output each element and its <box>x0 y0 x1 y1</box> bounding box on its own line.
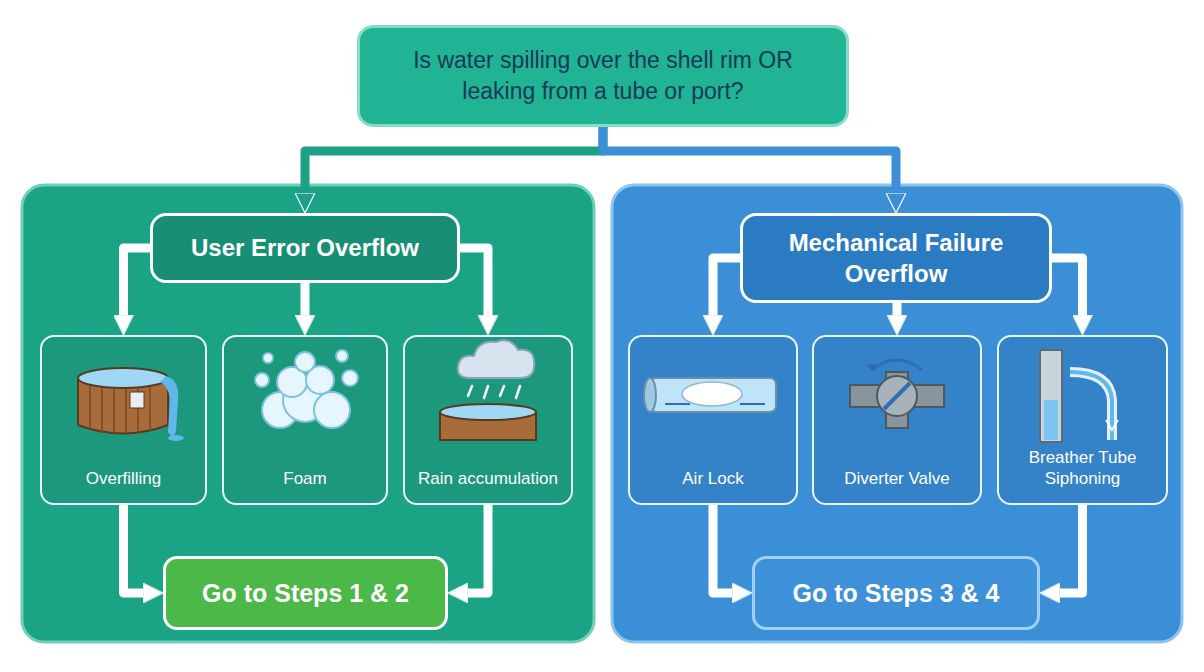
foam-icon-part <box>314 392 350 428</box>
hot-tub-icon-part <box>78 368 168 388</box>
rain-icon <box>440 340 536 440</box>
diverter-valve-icon-part <box>884 383 910 409</box>
breather-tube-icon-part <box>1044 400 1058 440</box>
cause-box: Diverter Valve <box>812 335 982 505</box>
cause-box-fill-part <box>997 335 1168 505</box>
flow-arrow <box>460 248 488 317</box>
category-header: User Error Overflow <box>150 213 460 283</box>
air-lock-icon-part <box>665 403 765 405</box>
hot-tub-icon-part-part <box>101 384 103 433</box>
diverter-valve-icon <box>850 360 944 428</box>
flow-arrow <box>466 505 488 593</box>
node-label: Foam <box>283 468 326 489</box>
cause-box: Rain accumulation <box>403 335 573 505</box>
hot-tub-icon-part-part <box>89 382 91 430</box>
category-panel-part <box>22 185 594 642</box>
flow-arrow <box>1052 258 1083 317</box>
breather-tube-icon <box>1040 350 1118 442</box>
breather-tube-icon-part <box>1070 372 1112 440</box>
node-label: Diverter Valve <box>844 468 950 489</box>
category-panel <box>22 185 1182 642</box>
foam-icon-part <box>255 373 269 387</box>
air-lock-icon-part <box>650 378 776 412</box>
cause-box-fill-part <box>628 335 798 505</box>
action-box: Go to Steps 3 & 4 <box>752 556 1040 630</box>
hot-tub-icon-part <box>168 435 184 441</box>
rain-icon-part-part <box>500 386 504 396</box>
cause-box: Foam <box>222 335 388 505</box>
diverter-valve-icon-part <box>872 360 922 370</box>
flow-arrow <box>603 127 896 195</box>
foam-icon-part <box>295 352 315 372</box>
breather-tube-icon-part <box>1070 372 1112 440</box>
diverter-valve-icon-part <box>866 364 878 372</box>
hot-tub-icon-part <box>90 382 150 434</box>
node-label: Is water spilling over the shell rim OR … <box>390 45 816 107</box>
rain-icon-part-part <box>484 386 488 398</box>
rain-icon-part <box>468 386 520 398</box>
hot-tub-icon <box>78 368 184 441</box>
air-lock-icon-part <box>644 378 656 412</box>
air-lock-icon-part <box>682 382 742 406</box>
cause-box-fill-part <box>222 335 388 505</box>
node-label: Go to Steps 1 & 2 <box>202 579 409 608</box>
flow-arrow <box>124 248 151 317</box>
flow-arrow <box>713 258 740 317</box>
node-label: Overfilling <box>86 468 162 489</box>
breather-tube-icon-part <box>1106 420 1118 430</box>
foam-icon <box>255 350 358 428</box>
node-label: User Error Overflow <box>191 232 419 263</box>
hot-tub-icon-part <box>160 376 178 436</box>
diverter-valve-icon-part <box>877 376 917 416</box>
cause-box-fill-part <box>403 335 573 505</box>
hot-tub-icon-part <box>130 392 144 408</box>
flow-arrow <box>305 127 603 195</box>
action-box: Go to Steps 1 & 2 <box>163 556 448 630</box>
node-label: Rain accumulation <box>418 468 558 489</box>
flow-arrow <box>1058 505 1083 593</box>
node-label: Breather Tube Siphoning <box>1007 447 1158 490</box>
rain-icon-part <box>458 340 534 378</box>
cause-box-fill <box>40 335 1168 505</box>
hot-tub-icon-part-part <box>113 385 115 434</box>
air-lock-icon <box>644 378 776 412</box>
cause-box: Overfilling <box>40 335 207 505</box>
foam-icon-part <box>342 370 358 386</box>
rain-icon-part-part <box>516 386 520 398</box>
cause-box-fill-part <box>40 335 207 505</box>
node-label: Go to Steps 3 & 4 <box>793 579 1000 608</box>
node-label: Mechanical Failure Overflow <box>765 227 1027 289</box>
foam-icon-part <box>263 353 273 363</box>
category-header: Mechanical Failure Overflow <box>740 213 1052 303</box>
foam-icon-part <box>336 350 348 362</box>
hot-tub-icon-part-part <box>149 383 151 431</box>
hot-tub-icon-part-part <box>125 385 127 434</box>
flow-arrow <box>893 303 902 317</box>
cause-box-fill-part <box>812 335 982 505</box>
node-label: Air Lock <box>682 468 743 489</box>
rain-icon-part <box>440 404 536 420</box>
flow-arrow <box>713 505 734 593</box>
question-box: Is water spilling over the shell rim OR … <box>357 25 849 127</box>
category-panel-part <box>612 185 1182 642</box>
breather-tube-icon-part <box>1040 350 1062 442</box>
cause-box: Air Lock <box>628 335 798 505</box>
rain-icon-part-part <box>468 386 472 396</box>
flow-arrow <box>301 283 310 317</box>
flow-arrow <box>124 505 146 593</box>
cause-box: Breather Tube Siphoning <box>997 335 1168 505</box>
